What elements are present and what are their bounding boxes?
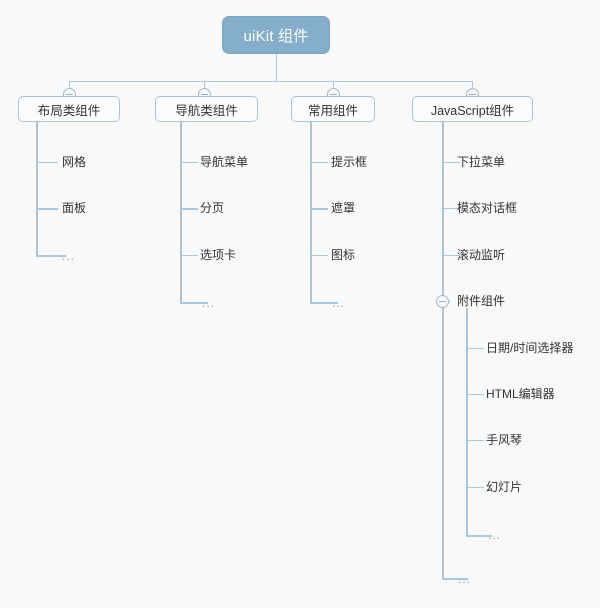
leaf-label-plugins[interactable]: 附件组件 — [457, 294, 506, 308]
leaf-label-tabs[interactable]: 选项卡 — [200, 248, 237, 262]
connector-stem-plugins — [466, 308, 468, 536]
connector-leaf-4-2 — [442, 208, 460, 209]
connector-leaf-1-2 — [36, 208, 58, 210]
connector-drop-branch-1 — [69, 81, 70, 88]
leaf-label-scrollspy[interactable]: 滚动监听 — [457, 248, 506, 262]
leaf-label-layout-more[interactable]: ... — [62, 249, 76, 263]
connector-leaf-2-3 — [180, 255, 198, 256]
leaf-label-icon[interactable]: 图标 — [331, 248, 356, 262]
connector-stem-branch-2 — [180, 122, 182, 303]
connector-leaf-1-3 — [36, 255, 66, 257]
root-node-uikit[interactable]: uiKit 组件 — [222, 16, 330, 54]
branch-node-navigation[interactable]: 导航类组件 — [155, 96, 258, 122]
connector-subleaf-4 — [466, 487, 484, 488]
leaf-label-html-editor[interactable]: HTML编辑器 — [486, 387, 555, 401]
connector-leaf-2-1 — [180, 162, 198, 163]
branch-node-common[interactable]: 常用组件 — [291, 96, 375, 122]
connector-root-bus — [69, 81, 473, 82]
leaf-label-nav-menu[interactable]: 导航菜单 — [200, 155, 249, 169]
connector-stem-branch-4 — [442, 122, 444, 579]
leaf-label-accordion[interactable]: 手风琴 — [486, 433, 523, 447]
connector-leaf-3-3 — [310, 255, 328, 256]
leaf-label-tooltip[interactable]: 提示框 — [331, 155, 368, 169]
connector-leaf-3-4 — [310, 302, 338, 304]
leaf-label-modal[interactable]: 模态对话框 — [457, 201, 518, 215]
leaf-label-datetime-picker[interactable]: 日期/时间选择器 — [486, 341, 574, 355]
connector-leaf-4-5 — [442, 578, 468, 580]
connector-subleaf-2 — [466, 394, 484, 395]
branch-node-javascript[interactable]: JavaScript组件 — [412, 96, 533, 122]
leaf-label-plugins-more[interactable]: ... — [488, 528, 502, 542]
connector-leaf-1-1 — [36, 162, 58, 163]
connector-leaf-3-2 — [310, 208, 328, 210]
connector-stem-branch-1 — [36, 122, 38, 256]
connector-drop-branch-3 — [333, 81, 334, 88]
connector-leaf-2-4 — [180, 302, 208, 304]
leaf-label-dropdown[interactable]: 下拉菜单 — [457, 155, 506, 169]
leaf-label-pagination[interactable]: 分页 — [200, 201, 225, 215]
leaf-label-javascript-more[interactable]: ... — [458, 572, 472, 586]
connector-subleaf-1 — [466, 348, 484, 349]
connector-leaf-3-1 — [310, 162, 328, 163]
connector-root-stem — [276, 54, 277, 81]
leaf-label-overlay[interactable]: 遮罩 — [331, 201, 356, 215]
connector-leaf-4-1 — [442, 162, 460, 163]
leaf-label-common-more[interactable]: ... — [332, 296, 346, 310]
leaf-label-panel[interactable]: 面板 — [62, 201, 87, 215]
leaf-label-grid[interactable]: 网格 — [62, 155, 87, 169]
leaf-label-slideshow[interactable]: 幻灯片 — [486, 480, 523, 494]
connector-drop-branch-4 — [472, 81, 473, 88]
connector-subleaf-3 — [466, 440, 484, 441]
minus-circle-icon-plugins[interactable] — [436, 295, 449, 308]
leaf-label-navigation-more[interactable]: ... — [202, 296, 216, 310]
connector-leaf-2-2 — [180, 208, 198, 210]
connector-leaf-4-3 — [442, 255, 460, 256]
connector-stem-branch-3 — [310, 122, 312, 303]
connector-subleaf-5 — [466, 535, 492, 537]
connector-drop-branch-2 — [204, 81, 205, 88]
branch-node-layout[interactable]: 布局类组件 — [18, 96, 120, 122]
